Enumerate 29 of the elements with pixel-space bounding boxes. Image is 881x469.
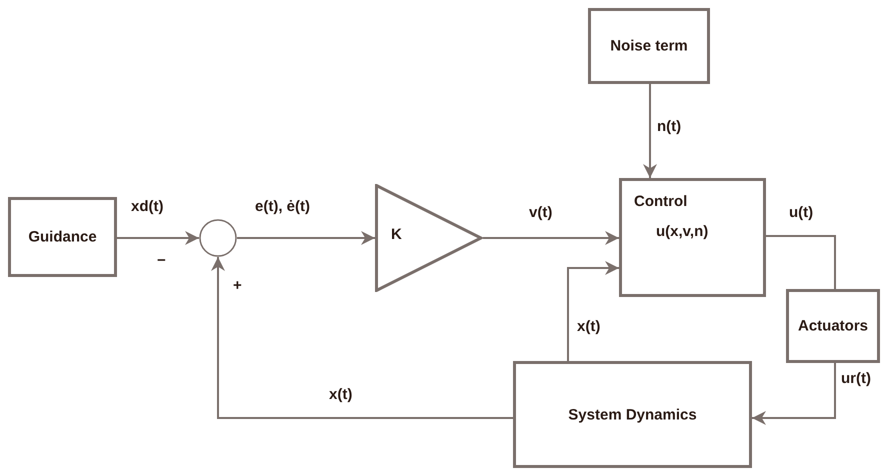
block — [513, 361, 752, 468]
arrow — [237, 231, 375, 245]
edge-label: x(t) — [328, 386, 354, 404]
block-title: K — [391, 226, 402, 243]
arrow — [117, 231, 199, 245]
arrow — [211, 257, 513, 419]
edge-label: ur(t) — [840, 370, 872, 388]
block-title: Guidance — [28, 228, 97, 246]
block-title: System Dynamics — [568, 406, 697, 423]
block — [619, 178, 766, 297]
block — [786, 289, 880, 363]
edge-label: x(t) — [576, 318, 602, 336]
summing-junction-circle — [199, 219, 237, 257]
edge-label: e(t), ė(t) — [254, 198, 311, 216]
block — [588, 8, 710, 84]
block — [8, 197, 117, 277]
arrow — [567, 261, 619, 361]
block-title: Noise term — [610, 38, 688, 54]
edge-label: n(t) — [656, 118, 682, 136]
edge-label: v(t) — [528, 204, 554, 222]
arrow — [483, 231, 619, 245]
block-title: Control — [634, 193, 688, 210]
edge-label: xd(t) — [130, 198, 164, 216]
gain-triangle — [375, 184, 483, 292]
edge-label: u(t) — [788, 204, 814, 222]
block-title: Actuators — [798, 318, 868, 334]
arrow — [752, 363, 836, 425]
block-formula: u(x,v,n) — [656, 223, 708, 240]
arrow — [643, 84, 657, 178]
